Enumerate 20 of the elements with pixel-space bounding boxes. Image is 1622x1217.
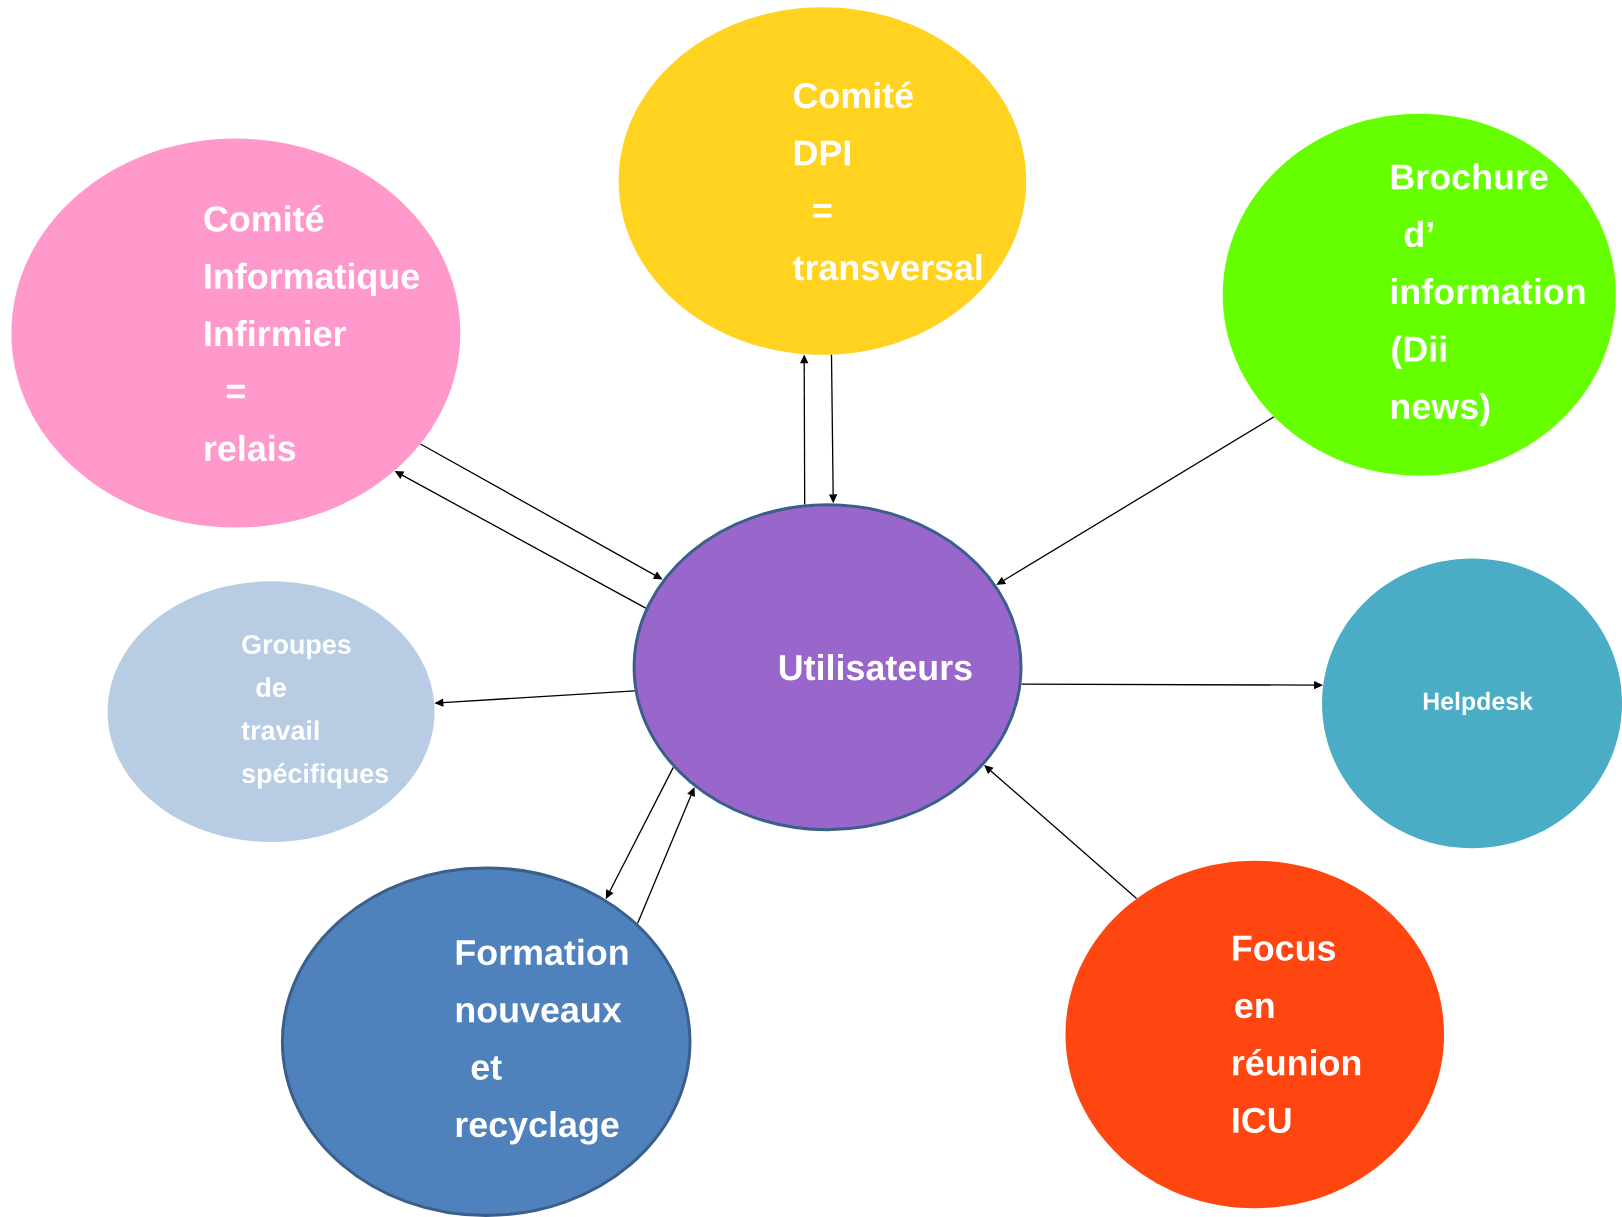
node-label: Comité Informatique Infirmier = relais	[204, 205, 419, 462]
node-label: Focus en réunion ICU	[1233, 935, 1361, 1134]
center-ellipse	[632, 503, 1023, 832]
arrow	[996, 416, 1275, 585]
topic-ellipse	[1322, 558, 1622, 849]
topic-ellipse	[11, 138, 461, 528]
node-label: Groupes de travail spécifiques	[241, 634, 389, 789]
topic-ellipse	[1222, 113, 1616, 476]
topic-ellipse	[107, 581, 435, 843]
node-label: Helpdesk	[1423, 691, 1533, 716]
topic-ellipse	[280, 866, 692, 1217]
topic-ellipse	[618, 7, 1027, 355]
node-label: Formation nouveaux et recyclage	[456, 938, 628, 1145]
arrow	[984, 765, 1138, 900]
topic-ellipse	[1065, 860, 1445, 1209]
node-label: Utilisateurs	[779, 654, 972, 681]
arrow	[419, 443, 663, 580]
node-label: Brochure d’ information (Dii news)	[1391, 163, 1585, 427]
arrow	[637, 787, 695, 924]
node-label: Comité DPI = transversal	[792, 81, 982, 281]
